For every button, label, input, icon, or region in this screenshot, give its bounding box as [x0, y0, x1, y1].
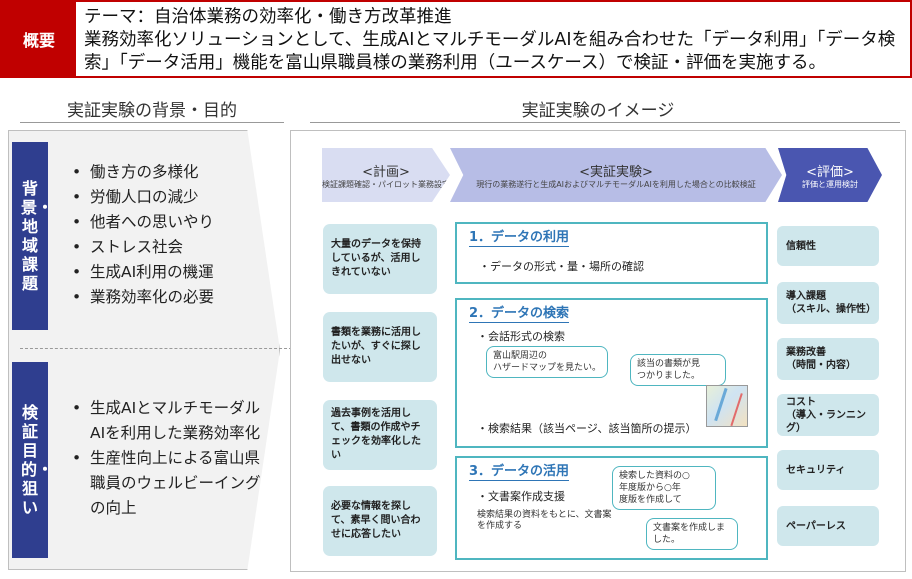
data-usage-text: ・データの形式・量・場所の確認: [479, 260, 644, 273]
phase-evaluation-title: <評価>: [806, 164, 854, 180]
data-search-subtitle: ・会話形式の検索: [477, 330, 565, 343]
user-chat-bubble: 富山駅周辺の ハザードマップを見たい。: [486, 346, 608, 378]
eval-item: 導入課題 （スキル、操作性）: [777, 282, 879, 324]
list-item: 他者への思いやり: [72, 210, 214, 235]
list-item: 労働人口の減少: [72, 185, 214, 210]
phase-evaluation: <評価> 評価と運用検討: [778, 148, 882, 202]
phase-experiment: <実証実験> 現行の業務遂行と生成AIおよびマルチモーダルAIを利用した場合との…: [450, 148, 782, 202]
eval-item: コスト （導入・ランニング）: [777, 394, 879, 436]
background-tab: 背景・地域課題: [12, 142, 54, 330]
left-heading-rule: [20, 122, 284, 123]
data-utilization-subtitle: ・文書案作成支援: [477, 490, 565, 503]
summary-label: 概要: [2, 2, 76, 76]
data-search-result: ・検索結果（該当ページ、該当箇所の提示）: [477, 422, 697, 435]
issue-card: 過去事例を活用して、書類の作成やチェックを効率化したい: [323, 400, 437, 470]
phase-plan-sub: 検証課題確認・パイロット業務設定: [322, 179, 450, 189]
list-item: ストレス社会: [72, 235, 214, 260]
issue-card: 必要な情報を探して、素早く問い合わせに応答したい: [323, 486, 437, 556]
list-item: 業務効率化の必要: [72, 285, 214, 310]
list-item: 生産性向上による富山県職員のウェルビーイングの向上: [72, 446, 268, 521]
right-heading-rule: [310, 122, 900, 123]
phase-experiment-title: <実証実験>: [579, 164, 653, 180]
summary-body: テーマ：自治体業務の効率化・働き方改革推進 業務効率化ソリューションとして、生成…: [76, 2, 910, 76]
phase-plan: <計画> 検証課題確認・パイロット業務設定: [322, 148, 450, 202]
background-list: 働き方の多様化 労働人口の減少 他者への思いやり ストレス社会 生成AI利用の機…: [72, 160, 214, 310]
phase-plan-title: <計画>: [362, 164, 410, 180]
summary-line: テーマ：自治体業務の効率化・働き方改革推進: [84, 7, 452, 27]
hazard-map-thumbnail: [706, 385, 748, 427]
background-tab-label: 背景・地域課題: [21, 179, 54, 293]
left-section-heading: 実証実験の背景・目的: [67, 101, 237, 121]
eval-item: 業務改善 （時間・内容）: [777, 338, 879, 380]
user-chat-bubble: 検索した資料の○ 年度版から○年 度版を作成して: [612, 466, 716, 510]
summary-line: 業務効率化ソリューションとして、生成AIとマルチモーダルAIを組み合わせた「デー…: [84, 30, 896, 50]
summary-line: 索」「データ活用」機能を富山県職員様の業務利用（ユースケース）で検証・評価を実施…: [84, 53, 826, 73]
list-item: 働き方の多様化: [72, 160, 214, 185]
right-section-heading: 実証実験のイメージ: [521, 101, 675, 121]
eval-item: ペーパーレス: [777, 506, 879, 546]
list-item: 生成AIとマルチモーダルAIを利用した業務効率化: [72, 396, 268, 446]
data-usage-box: 1．データの利用 ・データの形式・量・場所の確認: [455, 222, 768, 284]
issue-card: 大量のデータを保持しているが、活用しきれていない: [323, 224, 437, 294]
issue-card: 書類を業務に活用したいが、すぐに探し出せない: [323, 312, 437, 382]
data-search-title: 2．データの検索: [469, 302, 569, 323]
data-usage-title: 1．データの利用: [469, 226, 569, 247]
purpose-list: 生成AIとマルチモーダルAIを利用した業務効率化 生産性向上による富山県職員のウ…: [72, 396, 268, 521]
list-item: 生成AI利用の機運: [72, 260, 214, 285]
phase-experiment-sub: 現行の業務遂行と生成AIおよびマルチモーダルAIを利用した場合との比較検証: [476, 179, 756, 189]
ai-chat-bubble: 文書案を作成しま した。: [646, 518, 738, 550]
data-utilization-title: 3．データの活用: [469, 460, 569, 481]
eval-item: セキュリティ: [777, 450, 879, 490]
phase-evaluation-sub: 評価と運用検討: [802, 179, 858, 189]
panel-divider: [20, 348, 292, 349]
data-utilization-desc: 検索結果の資料をもとに、文書案 を作成する: [477, 510, 612, 531]
summary-banner: 概要 テーマ：自治体業務の効率化・働き方改革推進 業務効率化ソリューションとして…: [0, 0, 912, 78]
purpose-tab-label: 検証目的・狙い: [21, 403, 54, 517]
purpose-tab: 検証目的・狙い: [12, 362, 54, 558]
eval-item: 信頼性: [777, 226, 879, 266]
ai-chat-bubble: 該当の書類が見 つかりました。: [630, 354, 726, 386]
